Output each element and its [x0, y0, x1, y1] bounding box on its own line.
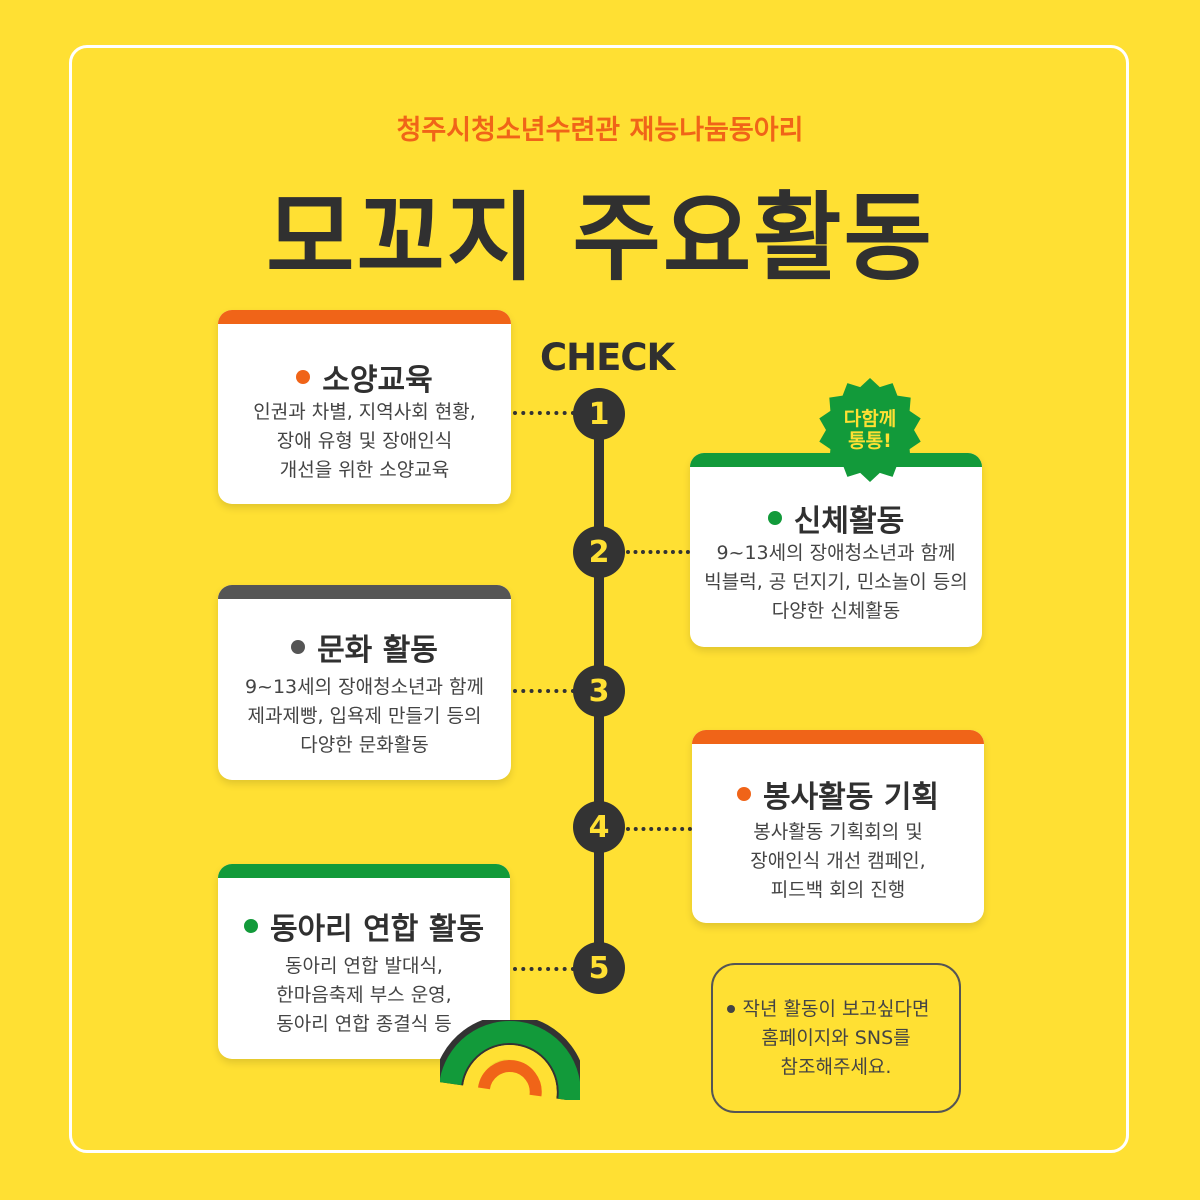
page-subtitle: 청주시청소년수련관 재능나눔동아리	[396, 115, 804, 146]
note-text: 작년 활동이 보고싶다면 홈페이지와 SNS를 참조해주세요.	[742, 998, 930, 1078]
card-title-text: 신체활동	[793, 504, 905, 539]
bullet-icon	[736, 787, 751, 801]
card-description: 인권과 차별, 지역사회 현황, 장애 유형 및 장애인식 개선을 위한 소양교…	[253, 401, 476, 481]
connector-2	[626, 550, 690, 554]
bullet-icon	[727, 1005, 735, 1013]
bullet-icon	[243, 919, 258, 933]
card-title: 봉사활동 기획	[692, 772, 984, 816]
bullet-icon	[767, 511, 782, 525]
card-description: 동아리 연합 발대식, 한마음축제 부스 운영, 동아리 연합 종결식 등	[276, 955, 452, 1035]
card-bar	[692, 730, 984, 744]
step-2: 2	[573, 526, 625, 578]
card-bar	[218, 585, 511, 599]
rainbow-icon	[440, 1020, 580, 1100]
card-description: 봉사활동 기획회의 및 장애인식 개선 캠페인, 피드백 회의 진행	[750, 821, 926, 901]
card-title: 동아리 연합 활동	[218, 904, 510, 948]
step-1: 1	[573, 388, 625, 440]
card-title: 신체활동	[690, 496, 982, 540]
bullet-icon	[291, 640, 306, 654]
card-club-union: 동아리 연합 활동 동아리 연합 발대식, 한마음축제 부스 운영, 동아리 연…	[218, 864, 510, 1059]
note-box: 작년 활동이 보고싶다면 홈페이지와 SNS를 참조해주세요.	[711, 963, 961, 1113]
card-bar	[218, 864, 510, 878]
page-frame	[69, 45, 1129, 1153]
step-4: 4	[573, 801, 625, 853]
timeline-label: CHECK	[540, 336, 675, 379]
connector-3	[513, 689, 575, 693]
card-title: 소양교육	[218, 355, 511, 399]
card-title-text: 소양교육	[322, 363, 433, 398]
badge-text: 다함께 통통!	[843, 408, 897, 452]
connector-4	[626, 827, 692, 831]
page-title: 모꼬지 주요활동	[266, 182, 934, 294]
card-description: 9~13세의 장애청소년과 함께 빅블럭, 공 던지기, 민소놀이 등의 다양한…	[704, 542, 968, 622]
card-title-text: 봉사활동 기획	[762, 780, 940, 815]
step-3: 3	[573, 665, 625, 717]
step-5: 5	[573, 942, 625, 994]
card-title-text: 동아리 연합 활동	[269, 912, 485, 947]
connector-5	[513, 967, 575, 971]
starburst-badge-icon	[819, 378, 921, 482]
card-bar	[218, 310, 511, 324]
card-culture: 문화 활동 9~13세의 장애청소년과 함께 제과제빵, 입욕제 만들기 등의 …	[218, 585, 511, 780]
card-volunteer: 봉사활동 기획 봉사활동 기획회의 및 장애인식 개선 캠페인, 피드백 회의 …	[692, 730, 984, 923]
bullet-icon	[296, 370, 311, 384]
card-title: 문화 활동	[218, 625, 511, 669]
card-physical: 신체활동 9~13세의 장애청소년과 함께 빅블럭, 공 던지기, 민소놀이 등…	[690, 453, 982, 647]
card-title-text: 문화 활동	[317, 633, 438, 668]
connector-1	[513, 411, 575, 415]
card-description: 9~13세의 장애청소년과 함께 제과제빵, 입욕제 만들기 등의 다양한 문화…	[244, 676, 485, 756]
card-education: 소양교육 인권과 차별, 지역사회 현황, 장애 유형 및 장애인식 개선을 위…	[218, 310, 511, 504]
